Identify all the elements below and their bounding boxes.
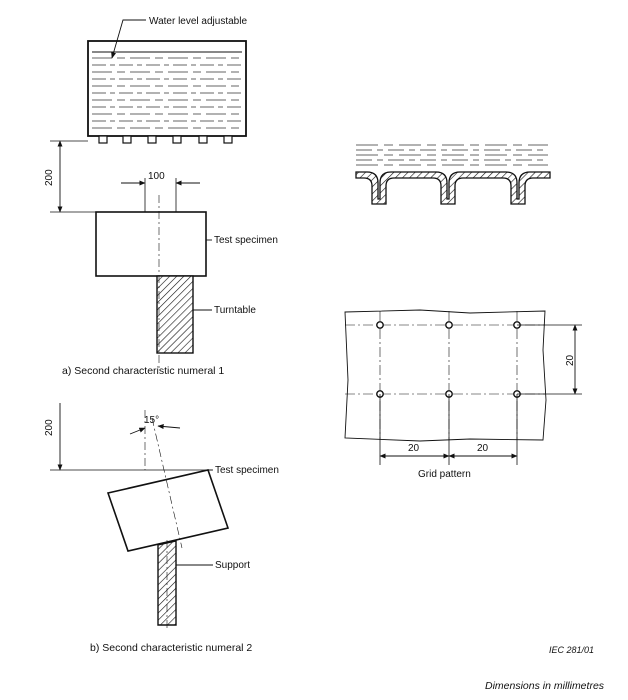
dimensions-note: Dimensions in millimetres [485,680,605,692]
grid-dimension-h2-text: 20 [477,443,489,454]
grid-pattern [344,309,547,442]
dimension-200-b-text: 200 [44,419,55,436]
caption-b: b) Second characteristic numeral 2 [90,642,252,654]
grid-point [445,321,453,329]
dimension-100-a [121,178,200,212]
test-specimen-b-label: Test specimen [215,465,279,476]
center-line-b [151,417,183,549]
grid-pattern-label: Grid pattern [418,469,471,480]
water-lines [92,51,242,129]
angle-15-text: 15° [144,415,159,426]
drip-nozzles [98,135,233,144]
grid-point [376,321,384,329]
dimension-100-a-text: 100 [148,171,165,182]
caption-a: a) Second characteristic numeral 1 [62,365,224,377]
test-specimen-a-label: Test specimen [214,235,278,246]
turntable-label: Turntable [214,305,256,316]
test-specimen-b [106,469,230,552]
grid-dimension-vertical-text: 20 [565,354,576,366]
angle-15 [129,410,181,470]
water-tank [87,40,247,144]
water-level-leader [111,19,146,59]
water-level-label: Water level adjustable [149,16,247,27]
grid-dimension-vertical [517,324,582,395]
grid-dimension-horizontal [379,394,518,465]
tank-cross-section [355,144,551,205]
dimension-200-a-text: 200 [44,169,55,186]
grid-dimension-h1-text: 20 [408,443,420,454]
test-specimen-a [95,211,207,277]
support-label: Support [215,560,250,571]
dimension-200-b [50,403,212,471]
dimension-200-a [50,140,96,213]
iec-reference: IEC 281/01 [549,645,594,655]
turntable [156,275,194,354]
